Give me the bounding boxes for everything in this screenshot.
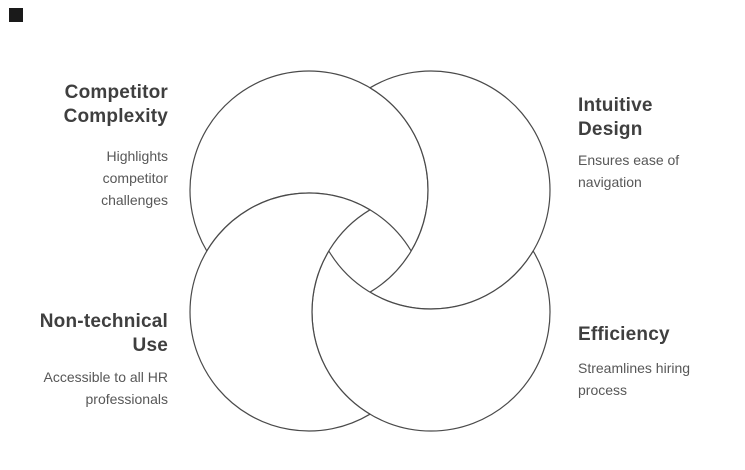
label-competitor-complexity: Competitor Complexity Highlights competi… [0,81,168,211]
label-description: Ensures ease of navigation [578,149,745,193]
desc-line: Highlights [106,148,168,164]
title-line: Design [578,119,643,140]
label-description: Highlights competitor challenges [0,145,168,211]
desc-line: Accessible to all HR [43,369,169,385]
title-line: Efficiency [578,324,670,345]
desc-line: Ensures ease of [578,152,680,168]
label-description: Streamlines hiring process [578,357,745,401]
desc-line: professionals [85,391,169,407]
label-efficiency: Efficiency Streamlines hiring process [578,323,745,401]
label-title: Efficiency [578,323,745,347]
label-description: Accessible to all HR professionals [0,366,169,410]
corner-marker-square [9,8,23,22]
label-title: Non-technical Use [0,310,168,358]
label-intuitive-design: Intuitive Design Ensures ease of navigat… [578,94,745,193]
label-non-technical-use: Non-technical Use Accessible to all HR p… [0,310,168,410]
crescent-bottom-left [189,192,371,432]
desc-line: competitor [102,170,168,186]
title-line: Intuitive [578,95,653,116]
desc-line: navigation [578,174,642,190]
label-title: Intuitive Design [578,94,745,142]
label-title: Competitor Complexity [0,81,168,129]
desc-line: challenges [101,192,168,208]
desc-line: Streamlines hiring [578,360,691,376]
title-line: Competitor [64,82,168,103]
title-line: Non-technical [39,311,168,332]
title-line: Use [132,335,168,356]
title-line: Complexity [63,106,168,127]
desc-line: process [578,382,628,398]
